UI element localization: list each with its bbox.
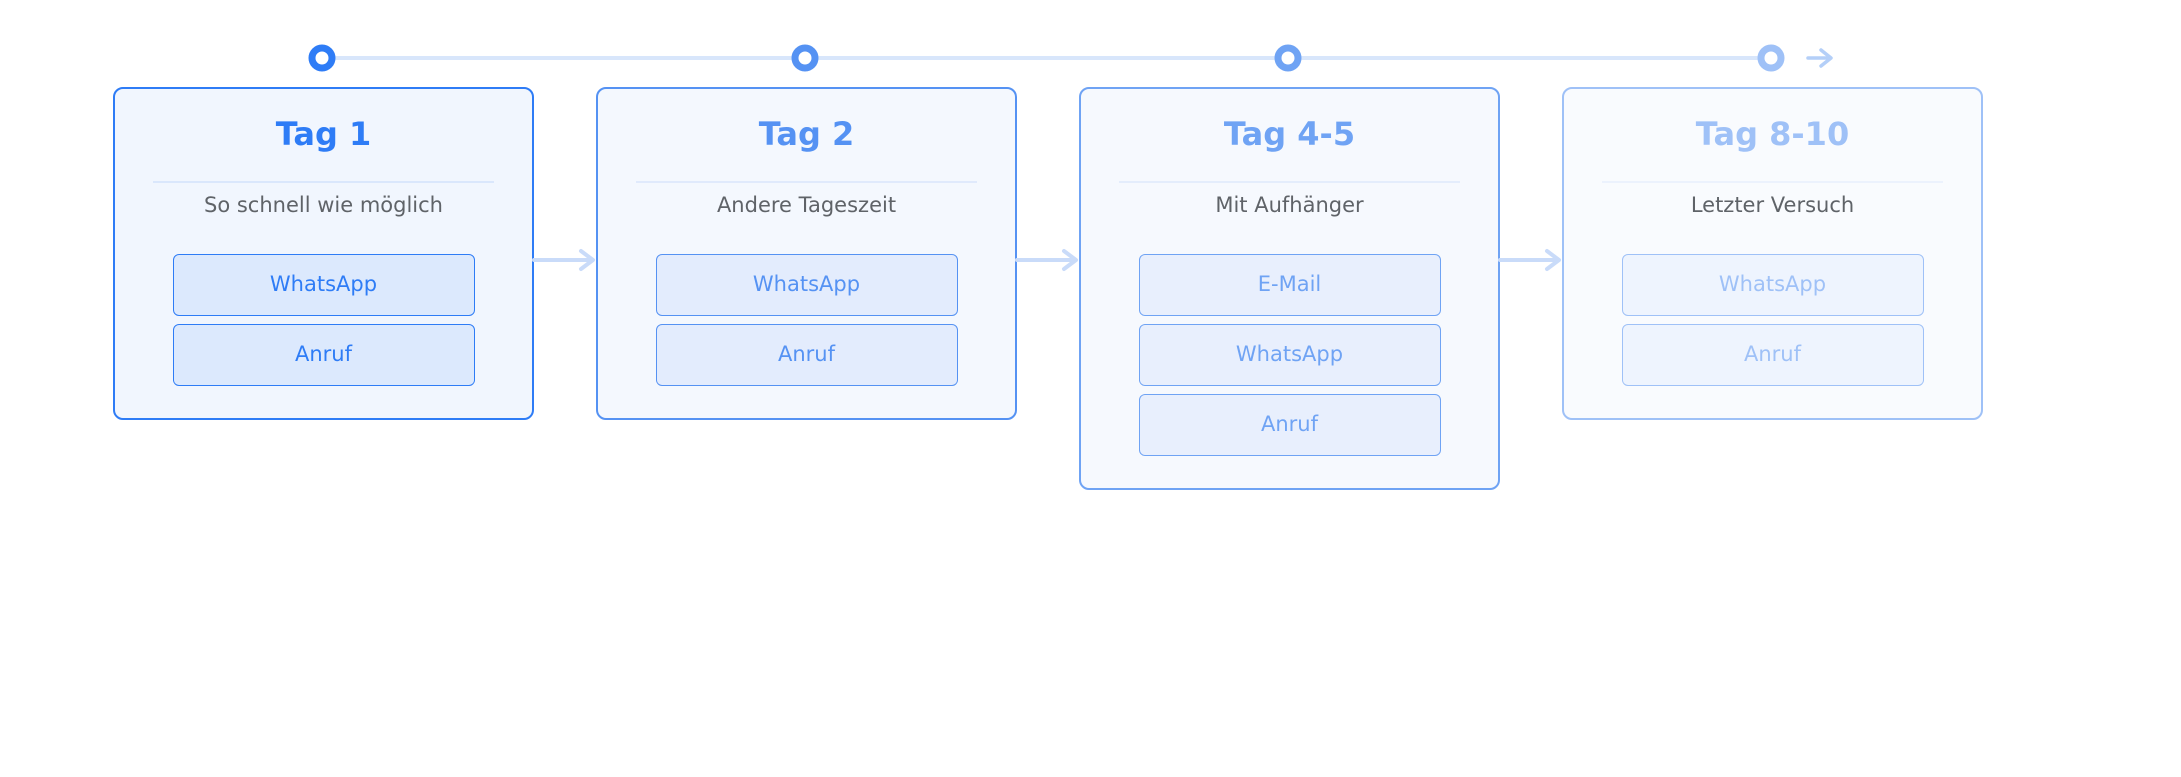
flow-arrow-icon [532, 249, 595, 271]
channel-whatsapp: WhatsApp [1138, 324, 1441, 386]
channel-list: WhatsApp Anruf [115, 254, 532, 418]
timeline [308, 44, 1833, 72]
stage-divider [1602, 181, 1943, 183]
stage-subtitle: Andere Tageszeit [716, 193, 897, 217]
stage-divider [636, 181, 977, 183]
channel-list: WhatsApp Anruf [598, 254, 1015, 418]
stage-divider [153, 181, 494, 183]
channel-whatsapp: WhatsApp [655, 254, 958, 316]
stage-subtitle: So schnell wie möglich [204, 193, 443, 217]
channel-email: E-Mail [1138, 254, 1441, 316]
channel-call: Anruf [655, 324, 958, 386]
channel-list: E-Mail WhatsApp Anruf [1081, 254, 1498, 488]
timeline-marker-day-8-10 [1757, 44, 1785, 72]
stage-day-4-5: Tag 4-5 Mit Aufhänger E-Mail WhatsApp An… [1079, 87, 1500, 490]
timeline-marker-day-4-5 [1274, 44, 1302, 72]
stage-subtitle: Mit Aufhänger [1215, 193, 1364, 217]
channel-call: Anruf [1138, 394, 1441, 456]
stage-day-2: Tag 2 Andere Tageszeit WhatsApp Anruf [596, 87, 1017, 420]
timeline-marker-day-1 [308, 44, 336, 72]
stage-title: Tag 2 [758, 115, 855, 153]
stage-subtitle: Letzter Versuch [1690, 193, 1855, 217]
timeline-end-arrow-icon [1806, 48, 1833, 68]
stage-day-1: Tag 1 So schnell wie möglich WhatsApp An… [113, 87, 534, 420]
stage-day-8-10: Tag 8-10 Letzter Versuch WhatsApp Anruf [1562, 87, 1983, 420]
channel-whatsapp: WhatsApp [172, 254, 475, 316]
stage-title: Tag 4-5 [1223, 115, 1356, 153]
timeline-marker-day-2 [791, 44, 819, 72]
channel-call: Anruf [1621, 324, 1924, 386]
flow-arrow-icon [1015, 249, 1078, 271]
stage-title: Tag 1 [275, 115, 372, 153]
channel-whatsapp: WhatsApp [1621, 254, 1924, 316]
stage-divider [1119, 181, 1460, 183]
flow-arrow-icon [1498, 249, 1561, 271]
stage-title: Tag 8-10 [1695, 115, 1850, 153]
channel-list: WhatsApp Anruf [1564, 254, 1981, 418]
channel-call: Anruf [172, 324, 475, 386]
